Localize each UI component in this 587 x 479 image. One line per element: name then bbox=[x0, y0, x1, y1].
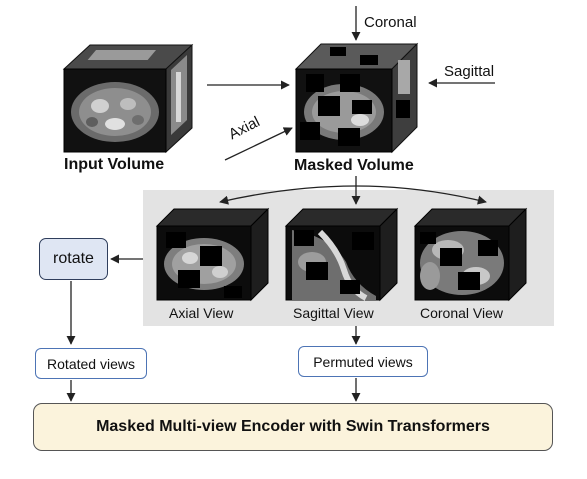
to-coronal-view-arrow bbox=[355, 185, 487, 205]
masked-volume-label: Masked Volume bbox=[294, 157, 414, 174]
axial-view-cube bbox=[155, 207, 270, 302]
rotated-views-box: Rotated views bbox=[35, 348, 147, 379]
arrows bbox=[66, 6, 495, 402]
rotate-box: rotate bbox=[39, 238, 108, 280]
sagittal-view-cube bbox=[284, 207, 399, 302]
to-axial-view-arrow bbox=[219, 185, 357, 205]
sagittal-view-label: Sagittal View bbox=[293, 305, 374, 321]
permuted-views-box: Permuted views bbox=[298, 346, 428, 377]
coronal-view-cube bbox=[413, 207, 528, 302]
encoder-box: Masked Multi-view Encoder with Swin Tran… bbox=[33, 403, 553, 451]
coronal-view-label: Coronal View bbox=[420, 305, 504, 321]
coronal-label: Coronal bbox=[364, 14, 417, 31]
input-volume-label: Input Volume bbox=[64, 156, 165, 173]
axial-view-label: Axial View bbox=[169, 305, 234, 321]
axial-arrow bbox=[224, 127, 293, 161]
input-volume-cube bbox=[62, 43, 194, 154]
sagittal-label: Sagittal bbox=[444, 63, 495, 80]
masked-volume-cube bbox=[294, 42, 419, 154]
